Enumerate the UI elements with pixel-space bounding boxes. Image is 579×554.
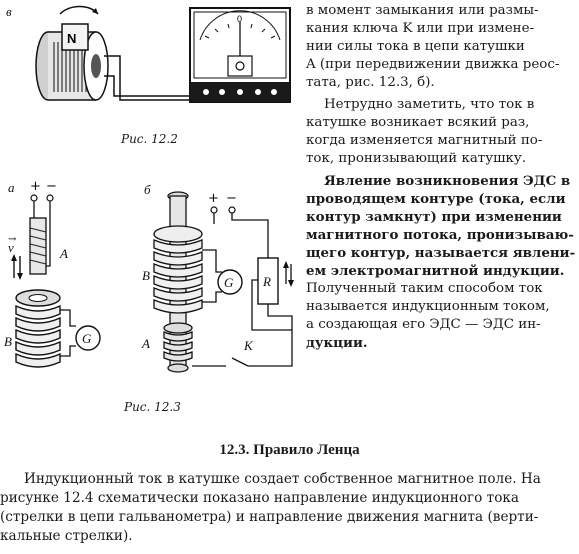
panel-label-v: в — [6, 4, 12, 19]
text-line: Индукционный ток в катушке создает собст… — [24, 471, 541, 487]
text-line: нии силы тока в цепи катушки — [306, 39, 525, 54]
velocity-arrows — [11, 254, 23, 280]
text-line: называется индукционным током, — [306, 299, 550, 314]
figure-12-3-b: б + − B A G — [141, 182, 294, 373]
galvanometer-label-small: G — [82, 331, 92, 346]
text-line: тата, рис. 12.3, б). — [306, 75, 435, 90]
panel-label-a: а — [8, 180, 15, 195]
coil-b-small-figure — [15, 289, 61, 368]
text-line: а создающая его ЭДС — ЭДС ин- — [306, 317, 541, 332]
rheostat-label: R — [262, 274, 271, 289]
text-line: кания ключа K или при измене- — [306, 21, 535, 36]
galvanometer-device — [189, 7, 291, 103]
text-line: когда изменяется магнитный по- — [306, 133, 543, 148]
figure-12-3-caption: Рис. 12.3 — [124, 400, 181, 414]
text-line: Явление возникновения ЭДС в — [324, 173, 571, 189]
galvanometer-g-small — [75, 325, 101, 351]
rheostat-arrows — [283, 261, 294, 287]
figure-12-3-a: а + − v → A B G — [4, 179, 101, 368]
figure-12-2: в N 0 — [6, 4, 291, 103]
text-line: Нетрудно заметить, что ток в — [324, 97, 535, 112]
paragraph-3-definition: Явление возникновения ЭДС в проводящем к… — [306, 172, 576, 352]
scale-zero-label: 0 — [237, 14, 242, 24]
text-line: (стрелки в цепи гальванометра) и направл… — [0, 509, 539, 525]
panel-label-b: б — [144, 182, 151, 197]
coil-a — [29, 217, 47, 275]
text-line: A (при передвижении движка реос- — [306, 57, 560, 72]
text-line: щего контур, называется явлени- — [306, 245, 576, 261]
coil-label-b-small: B — [4, 334, 12, 349]
plus-sign-a: + — [30, 179, 41, 194]
velocity-label: v — [8, 240, 14, 255]
text-line: в момент замыкания или размы- — [306, 3, 539, 18]
connecting-wires — [104, 55, 190, 101]
text-line: магнитного потока, пронизываю- — [306, 227, 574, 243]
coil-with-magnet — [35, 5, 109, 101]
text-line: кальные стрелки). — [0, 528, 133, 544]
paragraph-1: в момент замыкания или размы- кания ключ… — [306, 2, 574, 92]
right-text-column: в момент замыкания или размы- кания ключ… — [306, 0, 576, 352]
galvanometer-g — [217, 269, 243, 295]
minus-sign-a: − — [46, 179, 57, 194]
text-line: Полученный таким способом ток — [306, 281, 543, 296]
coil-stack — [153, 191, 203, 373]
plus-sign-b: + — [208, 191, 219, 206]
paragraph-2: Нетрудно заметить, что ток в катушке воз… — [306, 96, 574, 168]
text-line: контур замкнут) при изменении — [306, 209, 562, 225]
figure-12-2-caption: Рис. 12.2 — [121, 132, 178, 146]
coil-label-a-small: A — [59, 246, 68, 261]
galvanometer-label: G — [224, 275, 234, 290]
text-line: рисунке 12.4 схематически показано напра… — [0, 490, 519, 506]
coil-label-a: A — [141, 336, 150, 351]
minus-sign-b: − — [226, 191, 237, 206]
text-line: проводящем контуре (тока, если — [306, 191, 566, 207]
bottom-paragraph: Индукционный ток в катушке создает собст… — [0, 470, 575, 546]
magnet-label-n: N — [67, 31, 76, 46]
section-title: 12.3. Правило Ленца — [219, 442, 360, 458]
velocity-vector-bar: → — [8, 234, 17, 245]
text-line: дукции. — [306, 335, 368, 351]
coil-label-b: B — [142, 268, 150, 283]
text-line: ток, пронизывающий катушку. — [306, 151, 527, 166]
rheostat-r — [257, 257, 279, 305]
key-label: K — [243, 338, 254, 353]
text-line: катушке возникает всякий раз, — [306, 115, 530, 130]
text-line: ем электромагнитной индукции. — [306, 263, 565, 279]
